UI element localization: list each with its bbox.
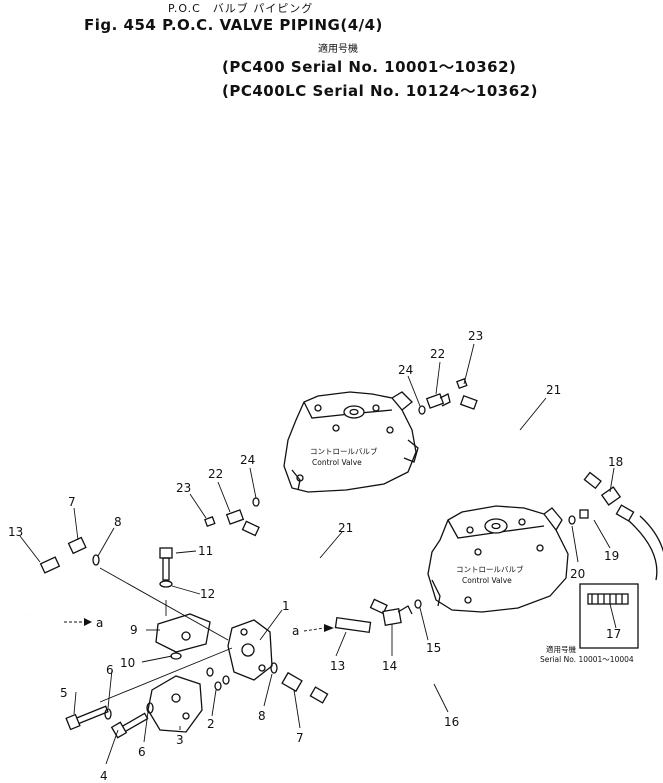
long-hose-16: [309, 515, 663, 714]
callout-13-right: 13: [330, 659, 345, 673]
callout-23-upper: 23: [468, 329, 483, 343]
callout-2: 2: [207, 717, 215, 731]
callout-3: 3: [176, 733, 184, 747]
callout-21-upper: 21: [546, 383, 561, 397]
inset-box-17: 適用号機 Serial No. 10001～10004: [540, 583, 639, 664]
callout-9: 9: [130, 623, 138, 637]
callout-15: 15: [426, 641, 441, 655]
callout-4: 4: [100, 769, 108, 783]
upper-fittings: [418, 378, 468, 415]
arrow-a-left: a: [64, 616, 103, 630]
left-hose-13: [9, 536, 100, 623]
leader-lines: [19, 343, 617, 765]
callout-16: 16: [444, 715, 459, 729]
arrow-a-right-label: a: [292, 624, 299, 638]
figure-title: Fig. 454 P.O.C. VALVE PIPING(4/4): [84, 16, 383, 34]
poc-valve-assembly: [65, 547, 303, 739]
callout-21-middle: 21: [338, 521, 353, 535]
serial-line-pc400lc: (PC400LC Serial No. 10124～10362): [222, 82, 538, 100]
callout-22-upper: 22: [430, 347, 445, 361]
callout-1: 1: [282, 599, 290, 613]
right-fittings: [568, 486, 635, 525]
right-hose-13-fitting: [334, 599, 422, 634]
callout-8-upper: 8: [114, 515, 122, 529]
callout-20: 20: [570, 567, 585, 581]
callout-7-lower: 7: [296, 731, 304, 745]
inset-serial-note: Serial No. 10001～10004: [540, 655, 634, 664]
callout-numbers: 1 2 3 4 5 6 6 7 7 8 8 9 10 11 12 13 13 1…: [8, 329, 623, 783]
callout-14: 14: [382, 659, 397, 673]
lower-valve-jp-label: コントロールバルブ: [456, 564, 524, 574]
callout-19: 19: [604, 549, 619, 563]
callout-24-lower: 24: [240, 453, 255, 467]
callout-24-upper: 24: [398, 363, 413, 377]
upper-valve-en-label: Control Valve: [312, 458, 362, 467]
callout-22-lower: 22: [208, 467, 223, 481]
japanese-title: P.O.C バルブ パイピング: [168, 2, 314, 15]
upper-hose-21: [459, 395, 602, 490]
upper-control-valve: コントロールバルブ Control Valve: [283, 391, 419, 493]
callout-23-lower: 23: [176, 481, 191, 495]
arrow-a-left-label: a: [96, 616, 103, 630]
callout-5: 5: [60, 686, 68, 700]
callout-6-lower: 6: [138, 745, 146, 759]
serial-line-pc400: (PC400 Serial No. 10001～10362): [222, 58, 517, 76]
callout-10: 10: [120, 656, 135, 670]
inset-jp-note: 適用号機: [546, 644, 576, 654]
callout-13-left: 13: [8, 525, 23, 539]
arrow-a-right: a: [292, 624, 334, 638]
callout-12: 12: [200, 587, 215, 601]
upper-valve-jp-label: コントロールバルブ: [310, 446, 378, 456]
middle-hose-21: [204, 497, 388, 615]
callout-18: 18: [608, 455, 623, 469]
callout-6-upper: 6: [106, 663, 114, 677]
lower-valve-en-label: Control Valve: [462, 576, 512, 585]
lower-control-valve: コントロールバルブ Control Valve: [427, 505, 569, 613]
callout-11: 11: [198, 544, 213, 558]
callout-17: 17: [606, 627, 621, 641]
callout-8-lower: 8: [258, 709, 266, 723]
assembly-lines: [99, 567, 233, 703]
callout-7-upper: 7: [68, 495, 76, 509]
applicable-models-label: 適用号機: [318, 44, 358, 55]
